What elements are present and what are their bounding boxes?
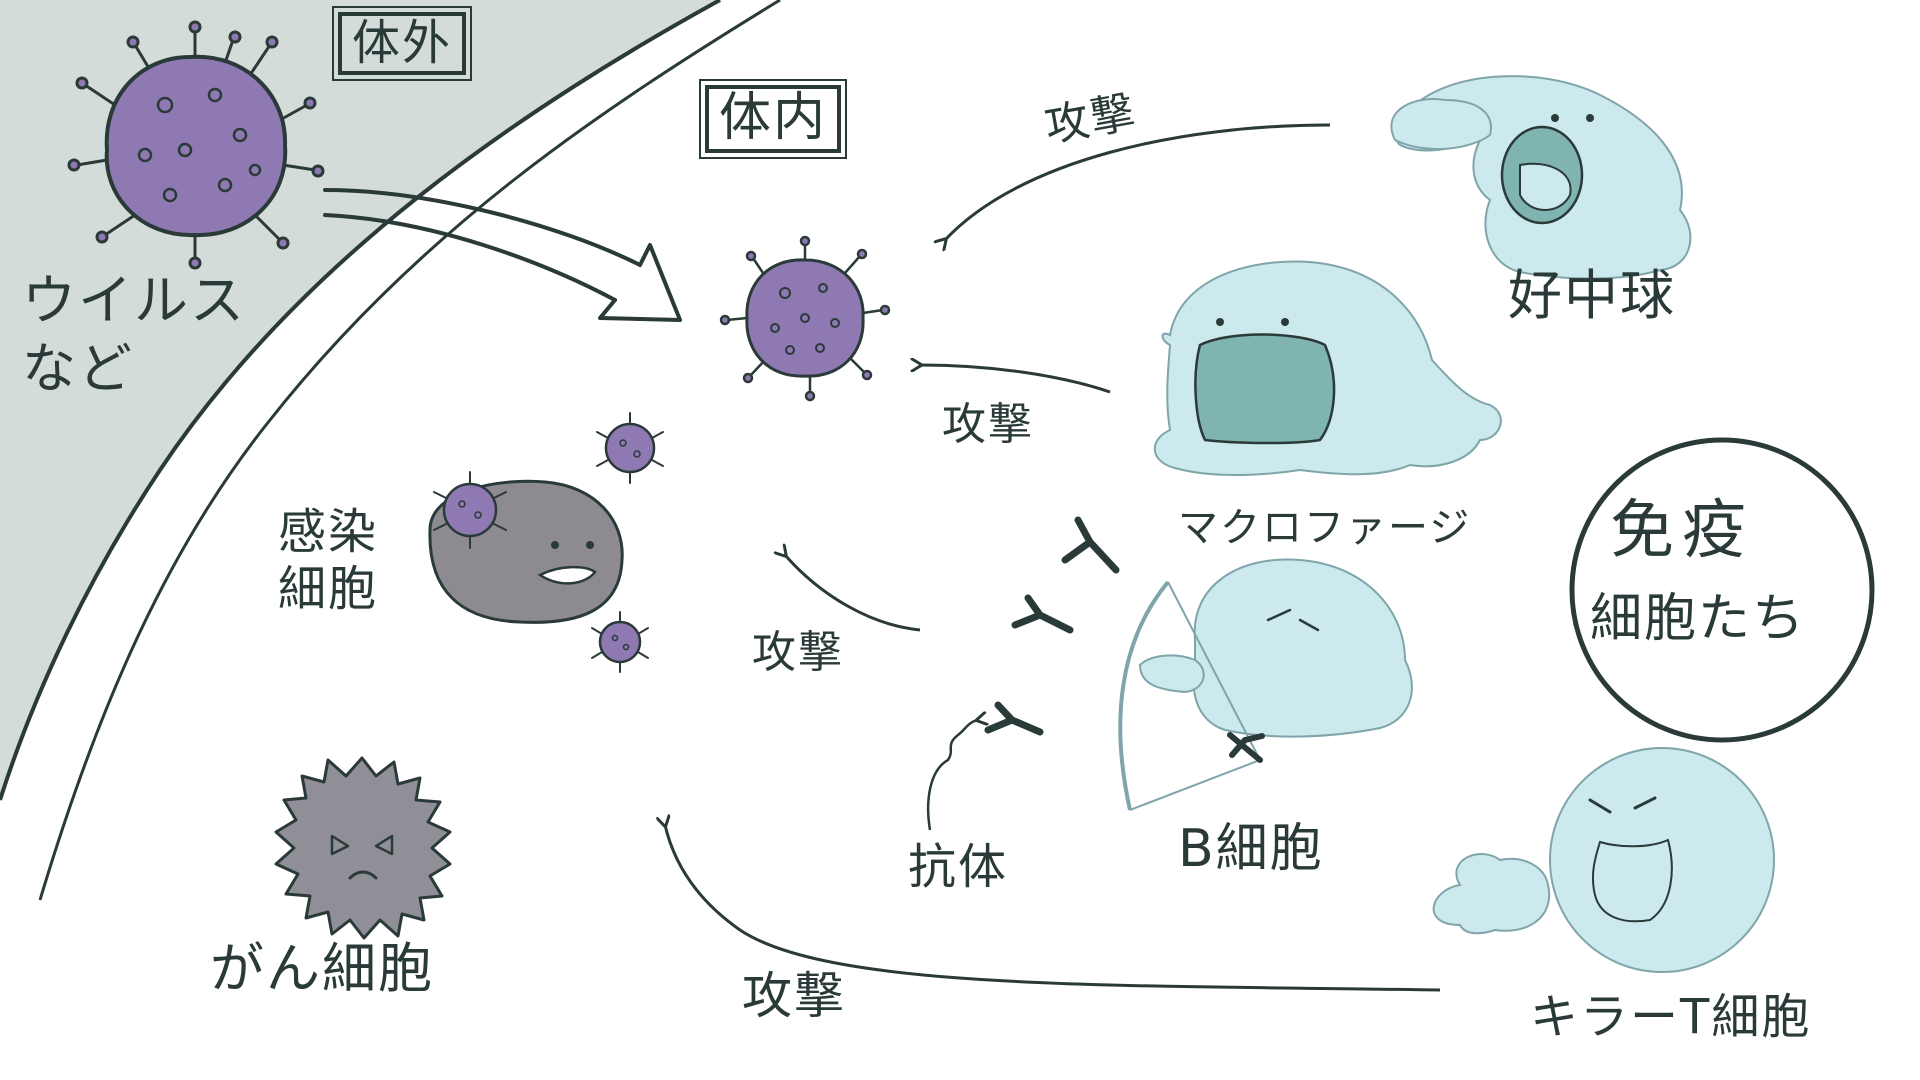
outside-body-label: 体外 bbox=[331, 5, 473, 82]
antibody-pointer-line bbox=[926, 720, 978, 831]
attack-label: 攻撃 bbox=[742, 967, 846, 1025]
infected-cell-label-line2: 細胞 bbox=[278, 561, 379, 617]
title-label: 免疫 bbox=[1610, 494, 1754, 568]
macrophage-icon bbox=[1153, 260, 1502, 476]
neutrophil-icon bbox=[1390, 75, 1692, 280]
title-circle bbox=[1569, 437, 1875, 743]
infected-cell-label: 感染 bbox=[278, 504, 379, 560]
b-cell-label: B細胞 bbox=[1178, 819, 1324, 879]
body-boundary-inner-line bbox=[38, 0, 781, 901]
b-cell-icon bbox=[1118, 558, 1413, 811]
antibody-icon bbox=[984, 516, 1120, 736]
virus-inside-icon bbox=[719, 235, 891, 402]
virus-label: ウイルス bbox=[22, 269, 246, 332]
attack-arrow-neutrophil bbox=[945, 123, 1331, 240]
small-virus-icon bbox=[596, 412, 664, 484]
attack-arrow-macrophage bbox=[920, 365, 1111, 394]
body-boundary-line bbox=[0, 0, 721, 801]
cancer-cell-icon bbox=[274, 756, 452, 940]
entry-arrow bbox=[323, 188, 682, 322]
virus-outside-icon bbox=[67, 20, 325, 270]
macrophage-label: マクロファージ bbox=[1178, 505, 1472, 551]
attack-label: 攻撃 bbox=[942, 399, 1034, 450]
attack-arrow-killer-t bbox=[665, 825, 1441, 992]
killer-t-cell-icon bbox=[1432, 747, 1775, 973]
attack-arrow-b-cell bbox=[785, 555, 921, 632]
attack-label: 攻撃 bbox=[752, 627, 844, 678]
antibody-label: 抗体 bbox=[908, 839, 1009, 895]
neutrophil-label: 好中球 bbox=[1508, 264, 1676, 327]
cancer-cell-label: がん細胞 bbox=[210, 937, 434, 1000]
virus-label-line2: など bbox=[22, 337, 134, 400]
killer-t-cell-label: キラーT細胞 bbox=[1530, 989, 1812, 1045]
title-label-line2: 細胞たち bbox=[1590, 589, 1807, 649]
inside-body-label: 体内 bbox=[698, 79, 848, 159]
small-virus-icon bbox=[591, 611, 649, 673]
small-virus-icon bbox=[433, 471, 507, 549]
